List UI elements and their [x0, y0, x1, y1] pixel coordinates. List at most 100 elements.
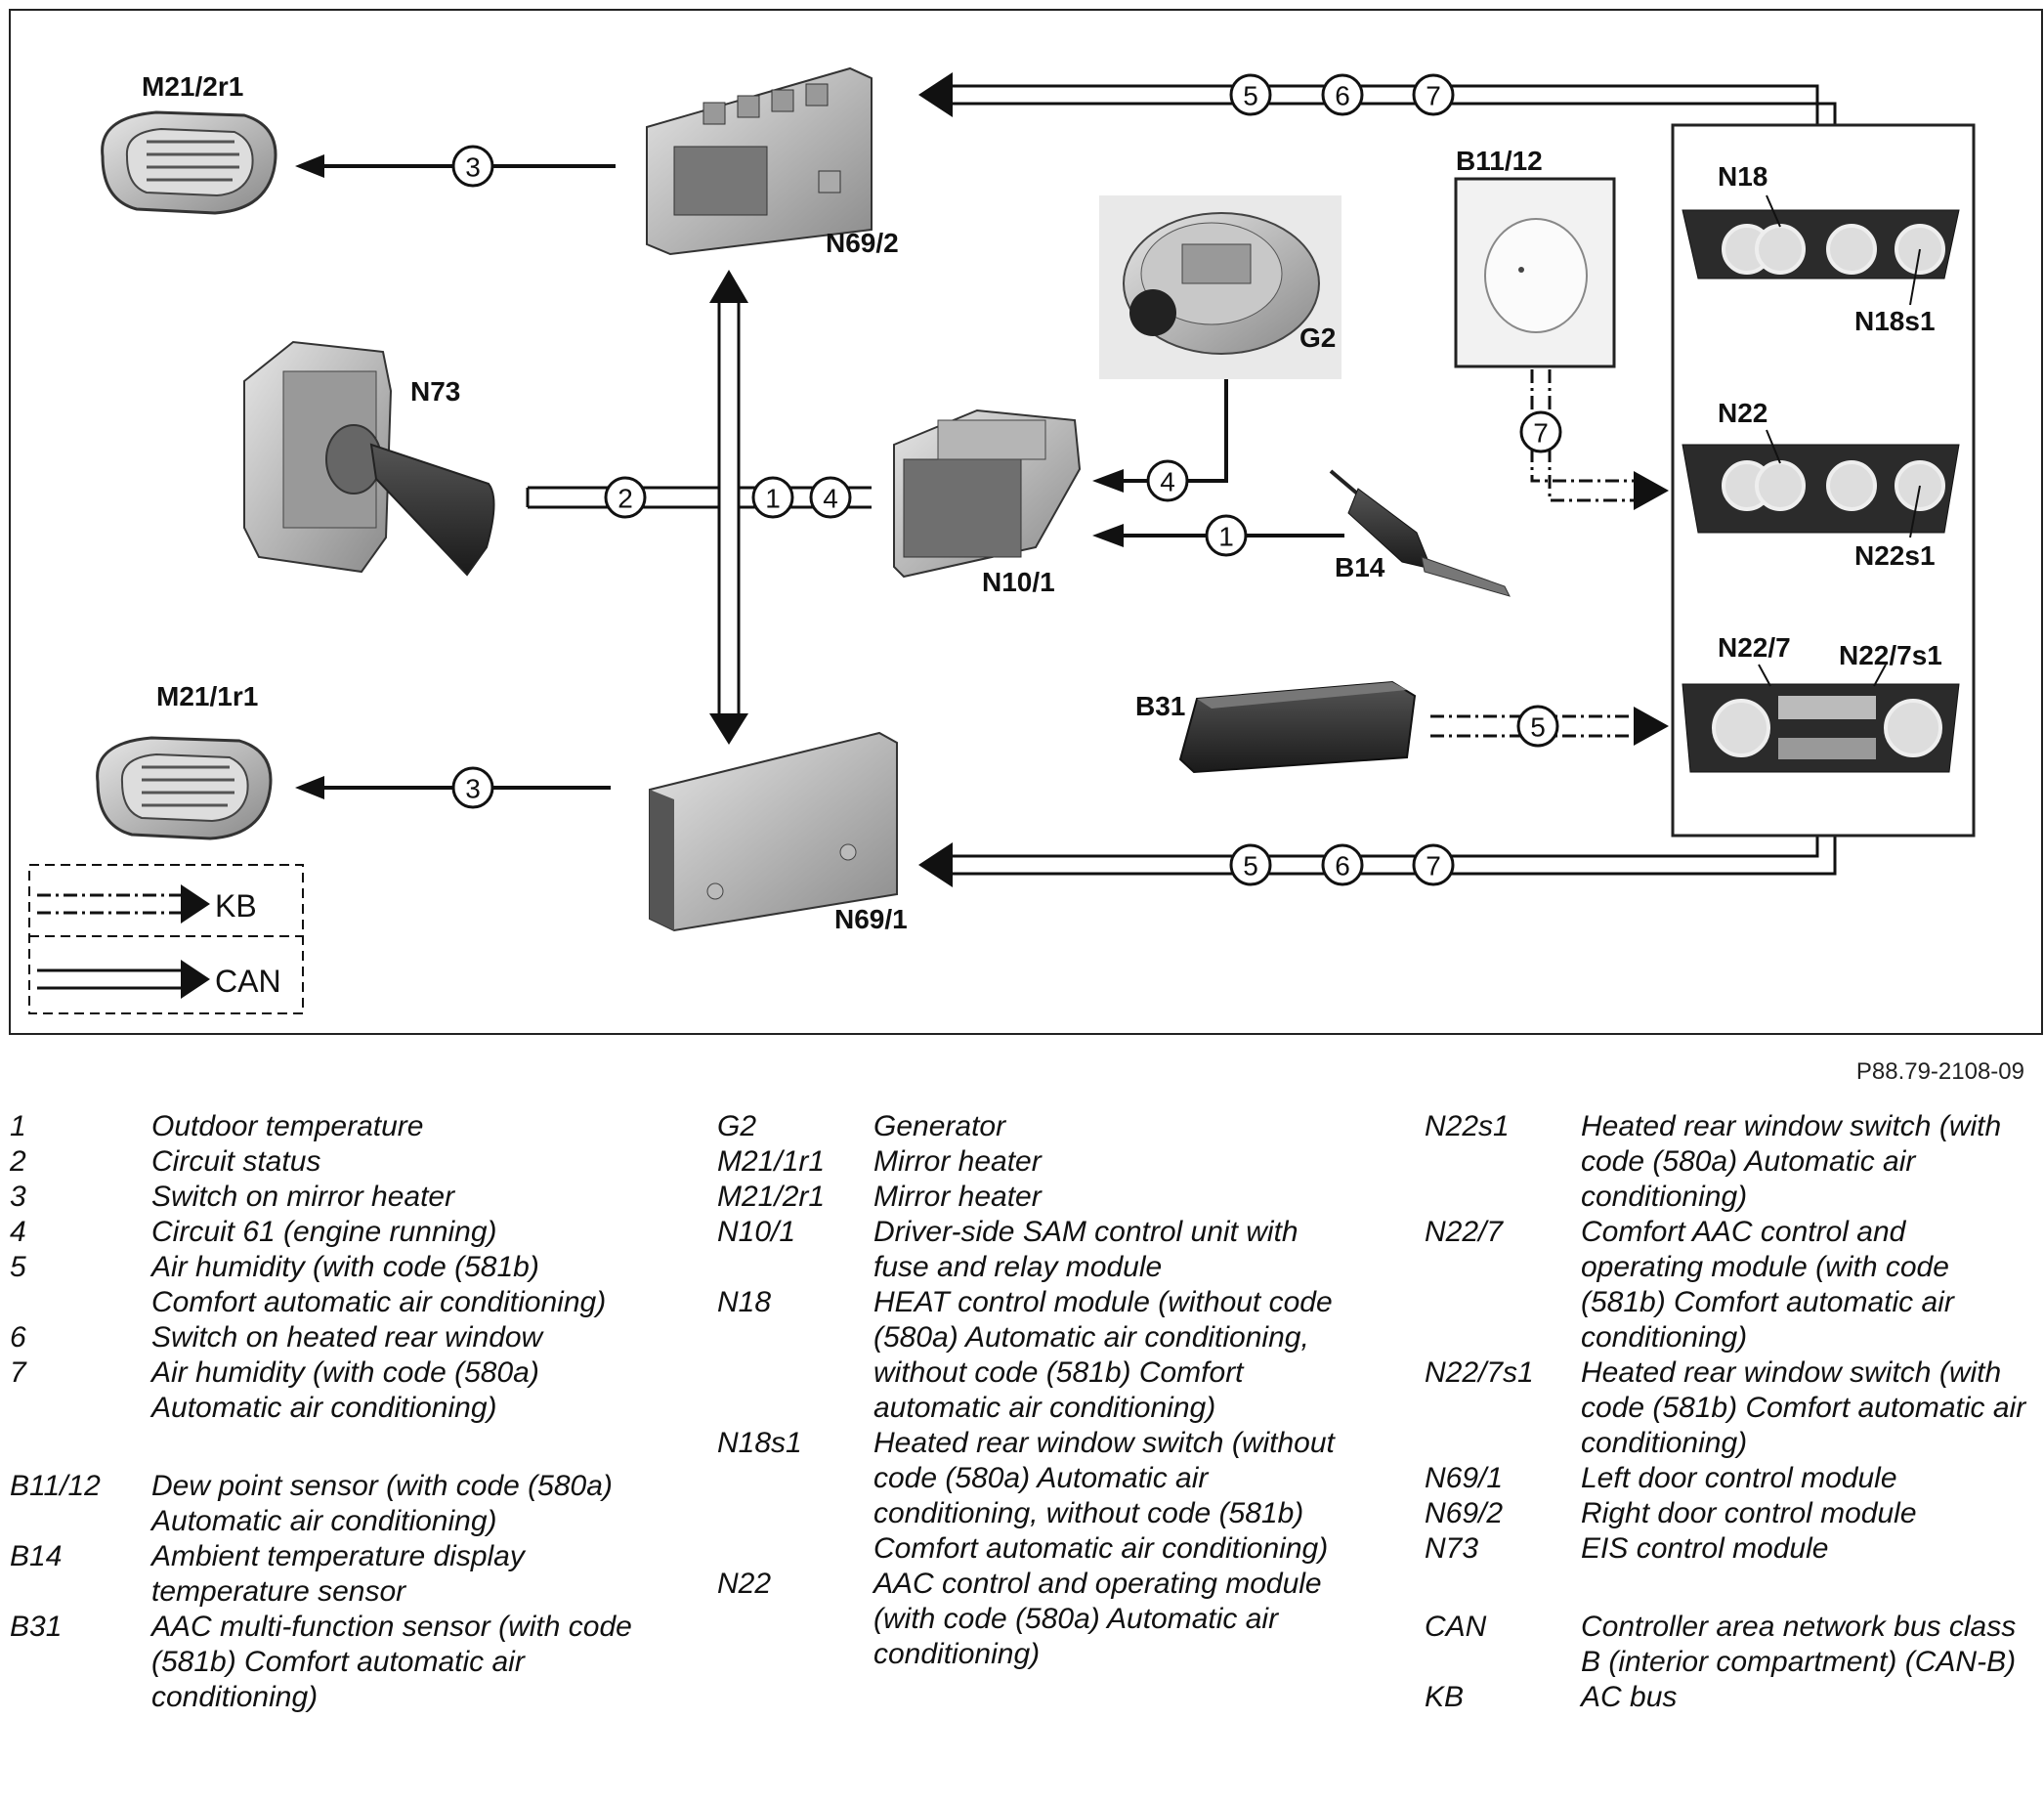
aac-control-module-icon [1682, 444, 1960, 534]
signal-number-1-b14: 1 [1205, 514, 1248, 557]
key-description: EIS control module [1581, 1532, 1829, 1565]
legend: KB CAN [28, 864, 304, 1014]
sam-control-unit-icon [893, 408, 1082, 579]
label-g2: G2 [1299, 322, 1336, 353]
svg-text:5: 5 [1243, 81, 1258, 111]
key-code: N69/2 [1425, 1497, 1504, 1529]
label-b14: B14 [1335, 552, 1385, 582]
key-code: CAN [1425, 1611, 1487, 1643]
label-n22s1: N22s1 [1854, 540, 1936, 571]
key-code: B31 [10, 1611, 63, 1643]
key-description: Mirror heater [873, 1181, 1042, 1213]
svg-text:5: 5 [1243, 851, 1258, 882]
key-entry: N18 HEAT control module (without code (58… [717, 1285, 1347, 1426]
temperature-sensor-icon [1329, 469, 1511, 597]
key-description: HEAT control module (without code (580a)… [873, 1286, 1333, 1424]
key-description: Circuit 61 (engine running) [151, 1216, 497, 1248]
comfort-aac-control-module-icon [1682, 683, 1960, 773]
svg-text:7: 7 [1426, 851, 1441, 882]
svg-text:6: 6 [1335, 851, 1350, 882]
signal-number-5-top: 5 [1229, 73, 1272, 116]
key-code: N18s1 [717, 1427, 802, 1459]
can-arrow-down [709, 713, 748, 745]
key-description: Switch on mirror heater [151, 1181, 455, 1213]
key-code: 4 [10, 1216, 26, 1248]
label-n69-1: N69/1 [834, 904, 908, 934]
label-b11-12: B11/12 [1456, 146, 1543, 176]
signal-number-5-bottom: 5 [1229, 843, 1272, 886]
key-code: N18 [717, 1286, 772, 1318]
key-entry: B31 AAC multi-function sensor (with code … [10, 1610, 635, 1715]
key-code: B11/12 [10, 1470, 101, 1502]
key-code: N22/7 [1425, 1216, 1504, 1248]
key-code: N69/1 [1425, 1462, 1504, 1494]
key-code: 6 [10, 1321, 26, 1354]
key-code: N22 [717, 1568, 772, 1600]
key-description: Circuit status [151, 1145, 321, 1178]
label-n73: N73 [410, 376, 460, 407]
legend-can-label: CAN [215, 964, 281, 999]
svg-text:1: 1 [765, 484, 781, 514]
key-description: Generator [873, 1110, 1006, 1142]
signal-number-3-top: 3 [451, 145, 494, 188]
svg-text:7: 7 [1533, 418, 1549, 449]
label-b31: B31 [1135, 691, 1185, 721]
svg-text:5: 5 [1530, 712, 1546, 743]
signal-number-6-bottom: 6 [1321, 843, 1364, 886]
key-description: Ambient temperature display temperature … [151, 1540, 525, 1608]
key-description: Dew point sensor (with code (580a) Autom… [151, 1470, 613, 1537]
key-description: Air humidity (with code (580a) Automatic… [151, 1356, 539, 1424]
key-description: AAC multi-function sensor (with code (58… [151, 1611, 632, 1713]
signal-number-5-kb: 5 [1516, 705, 1559, 748]
signal-number-7-top: 7 [1412, 73, 1455, 116]
key-code: 1 [10, 1110, 26, 1142]
key-description: Comfort AAC control and operating module… [1581, 1216, 1954, 1354]
signal-number-1-can: 1 [751, 476, 794, 519]
svg-text:2: 2 [617, 484, 633, 514]
mirror-heater-left-icon [96, 736, 273, 840]
label-n22-7: N22/7 [1718, 632, 1791, 663]
key-entry: 5 Air humidity (with code (581b) Comfort … [10, 1250, 635, 1320]
key-entry: N22s1 Heated rear window switch (with cod… [1425, 1109, 2030, 1215]
key-description: Air humidity (with code (581b) Comfort a… [151, 1251, 607, 1318]
svg-text:3: 3 [465, 774, 481, 804]
key-entry: B11/12 Dew point sensor (with code (580a)… [10, 1469, 635, 1539]
legend-kb-symbol [37, 884, 210, 924]
key-code: 5 [10, 1251, 26, 1283]
kb-arrow-b1112 [1634, 471, 1669, 510]
signal-number-6-top: 6 [1321, 73, 1364, 116]
key-entry: 4 Circuit 61 (engine running) [10, 1215, 635, 1250]
figure-reference: P88.79-2108-09 [1855, 1058, 2024, 1085]
svg-text:6: 6 [1335, 81, 1350, 111]
key-code: N22s1 [1425, 1110, 1510, 1142]
kb-arrow-b31 [1634, 707, 1669, 746]
dew-point-sensor-icon [1454, 177, 1616, 368]
key-description: Heated rear window switch (with code (58… [1581, 1110, 2002, 1213]
key-description: AC bus [1581, 1681, 1678, 1713]
multifunction-sensor-icon [1178, 680, 1417, 774]
mirror-heater-right-icon [101, 110, 277, 215]
key-spacer [1425, 1567, 2030, 1610]
key-code: KB [1425, 1681, 1465, 1713]
svg-text:4: 4 [823, 484, 838, 514]
door-control-module-left-icon [649, 731, 898, 932]
key-entry: N22/7 Comfort AAC control and operating m… [1425, 1215, 2030, 1355]
can-arrow-up [709, 270, 748, 303]
signal-number-7-bottom: 7 [1412, 843, 1455, 886]
signal-number-4-g2: 4 [1146, 459, 1189, 502]
svg-text:3: 3 [465, 152, 481, 183]
legend-can-symbol [37, 960, 210, 999]
door-control-module-right-icon [646, 66, 873, 256]
